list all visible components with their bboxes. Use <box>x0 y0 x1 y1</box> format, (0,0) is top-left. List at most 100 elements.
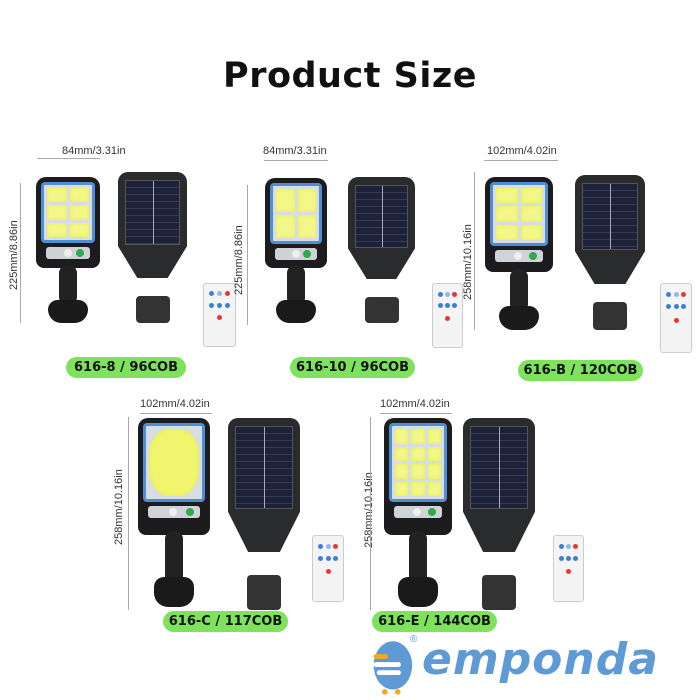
width-dimension-line <box>140 413 212 414</box>
remote-button <box>318 543 323 549</box>
remote-button <box>673 304 679 310</box>
remote-button <box>573 555 579 561</box>
cob-led-chip <box>427 464 441 479</box>
lamp-bracket-arm <box>287 265 305 306</box>
remote-button <box>325 555 331 561</box>
remote-button <box>209 302 215 308</box>
remote-button <box>445 302 450 308</box>
height-dimension-line <box>247 185 248 325</box>
remote-button <box>224 291 230 297</box>
height-dimension-line <box>370 417 371 610</box>
remote-button <box>437 291 443 297</box>
solar-panel <box>470 426 528 509</box>
lamp-wall-mount <box>276 299 316 323</box>
remote-button <box>217 291 222 297</box>
width-dimension-label: 84mm/3.31in <box>62 145 126 157</box>
remote-button <box>325 568 331 574</box>
cob-led-chip <box>395 464 409 479</box>
remote-button <box>325 543 331 549</box>
lamp-front-view <box>265 178 327 268</box>
height-dimension-label: 258mm/10.16in <box>113 469 125 545</box>
brand-logo: ® emponda <box>372 634 692 698</box>
led-panel <box>389 423 447 502</box>
remote-button <box>558 543 564 549</box>
remote-button <box>333 555 338 561</box>
remote-button <box>558 555 564 561</box>
remote-button <box>224 302 230 308</box>
height-dimension-label: 258mm/10.16in <box>363 472 375 548</box>
pir-sensor-icon <box>514 252 523 260</box>
cob-led-chip <box>297 215 316 238</box>
remote-button <box>217 302 222 308</box>
width-dimension-label: 102mm/4.02in <box>380 398 450 410</box>
width-dimension-line <box>380 413 452 414</box>
power-switch-icon <box>529 252 537 260</box>
cob-led-chip <box>69 188 89 203</box>
cob-led-chip <box>69 222 89 237</box>
cob-led-chip <box>427 481 441 496</box>
remote-button <box>673 292 679 298</box>
remote-button <box>666 292 671 298</box>
lamp-back-view <box>463 418 535 552</box>
width-dimension-line <box>264 160 328 161</box>
lamp-wall-mount <box>48 299 88 323</box>
solar-panel <box>125 180 180 245</box>
sensor-strip <box>394 506 442 518</box>
height-dimension-label: 258mm/10.16in <box>462 224 474 300</box>
sensor-strip <box>148 506 200 518</box>
width-dimension-line <box>37 158 100 159</box>
cob-led-chip <box>395 446 409 461</box>
width-dimension-label: 102mm/4.02in <box>140 398 210 410</box>
width-dimension-line <box>484 160 558 161</box>
remote-button <box>452 302 458 308</box>
pir-sensor-icon <box>168 508 177 516</box>
remote-button <box>333 543 338 549</box>
lamp-bracket-arm <box>510 268 528 312</box>
lamp-wall-mount <box>499 305 539 330</box>
lamp-front-view <box>384 418 452 535</box>
cob-led-chip <box>427 446 441 461</box>
remote-button <box>666 304 671 310</box>
lamp-back-mount <box>482 575 516 610</box>
cob-led-chip <box>496 188 518 204</box>
cob-led-chip <box>297 189 316 212</box>
pir-sensor-icon <box>291 250 300 258</box>
remote-button <box>673 318 679 323</box>
power-switch-icon <box>428 508 436 516</box>
cob-led-chip <box>520 224 542 240</box>
power-switch-icon <box>186 508 194 516</box>
remote-button <box>209 291 215 297</box>
registered-mark: ® <box>410 634 418 645</box>
cob-led-chip <box>47 222 67 237</box>
model-label: 616-8 / 96COB <box>66 357 186 378</box>
remote-control <box>660 283 692 353</box>
pir-sensor-icon <box>413 508 422 516</box>
remote-control <box>312 535 344 602</box>
pir-sensor-icon <box>63 249 72 257</box>
logo-text: emponda <box>422 634 659 685</box>
cob-led-chip <box>276 189 295 212</box>
remote-button <box>566 555 571 561</box>
remote-button <box>566 543 571 549</box>
lamp-back-view <box>348 177 415 279</box>
lamp-back-mount <box>593 302 627 330</box>
cob-led-chip <box>411 481 425 496</box>
lamp-bracket-arm <box>165 531 183 585</box>
remote-button <box>681 304 686 310</box>
lamp-back-mount <box>364 296 399 323</box>
remote-button <box>445 291 450 297</box>
model-label: 616-C / 117COB <box>163 611 288 632</box>
cob-led-chip <box>395 429 409 444</box>
cob-led-chip <box>411 429 425 444</box>
remote-control <box>203 283 236 347</box>
lamp-front-view <box>485 177 553 272</box>
cob-led-chip <box>496 206 518 222</box>
model-label: 616-B / 120COB <box>518 360 643 381</box>
cob-led-chip <box>47 188 67 203</box>
width-dimension-label: 102mm/4.02in <box>487 145 557 157</box>
model-label: 616-10 / 96COB <box>290 357 415 378</box>
height-dimension-label: 225mm/8.86in <box>8 220 20 290</box>
remote-control <box>553 535 584 602</box>
model-label: 616-E / 144COB <box>372 611 497 632</box>
lamp-bracket-arm <box>409 531 427 585</box>
